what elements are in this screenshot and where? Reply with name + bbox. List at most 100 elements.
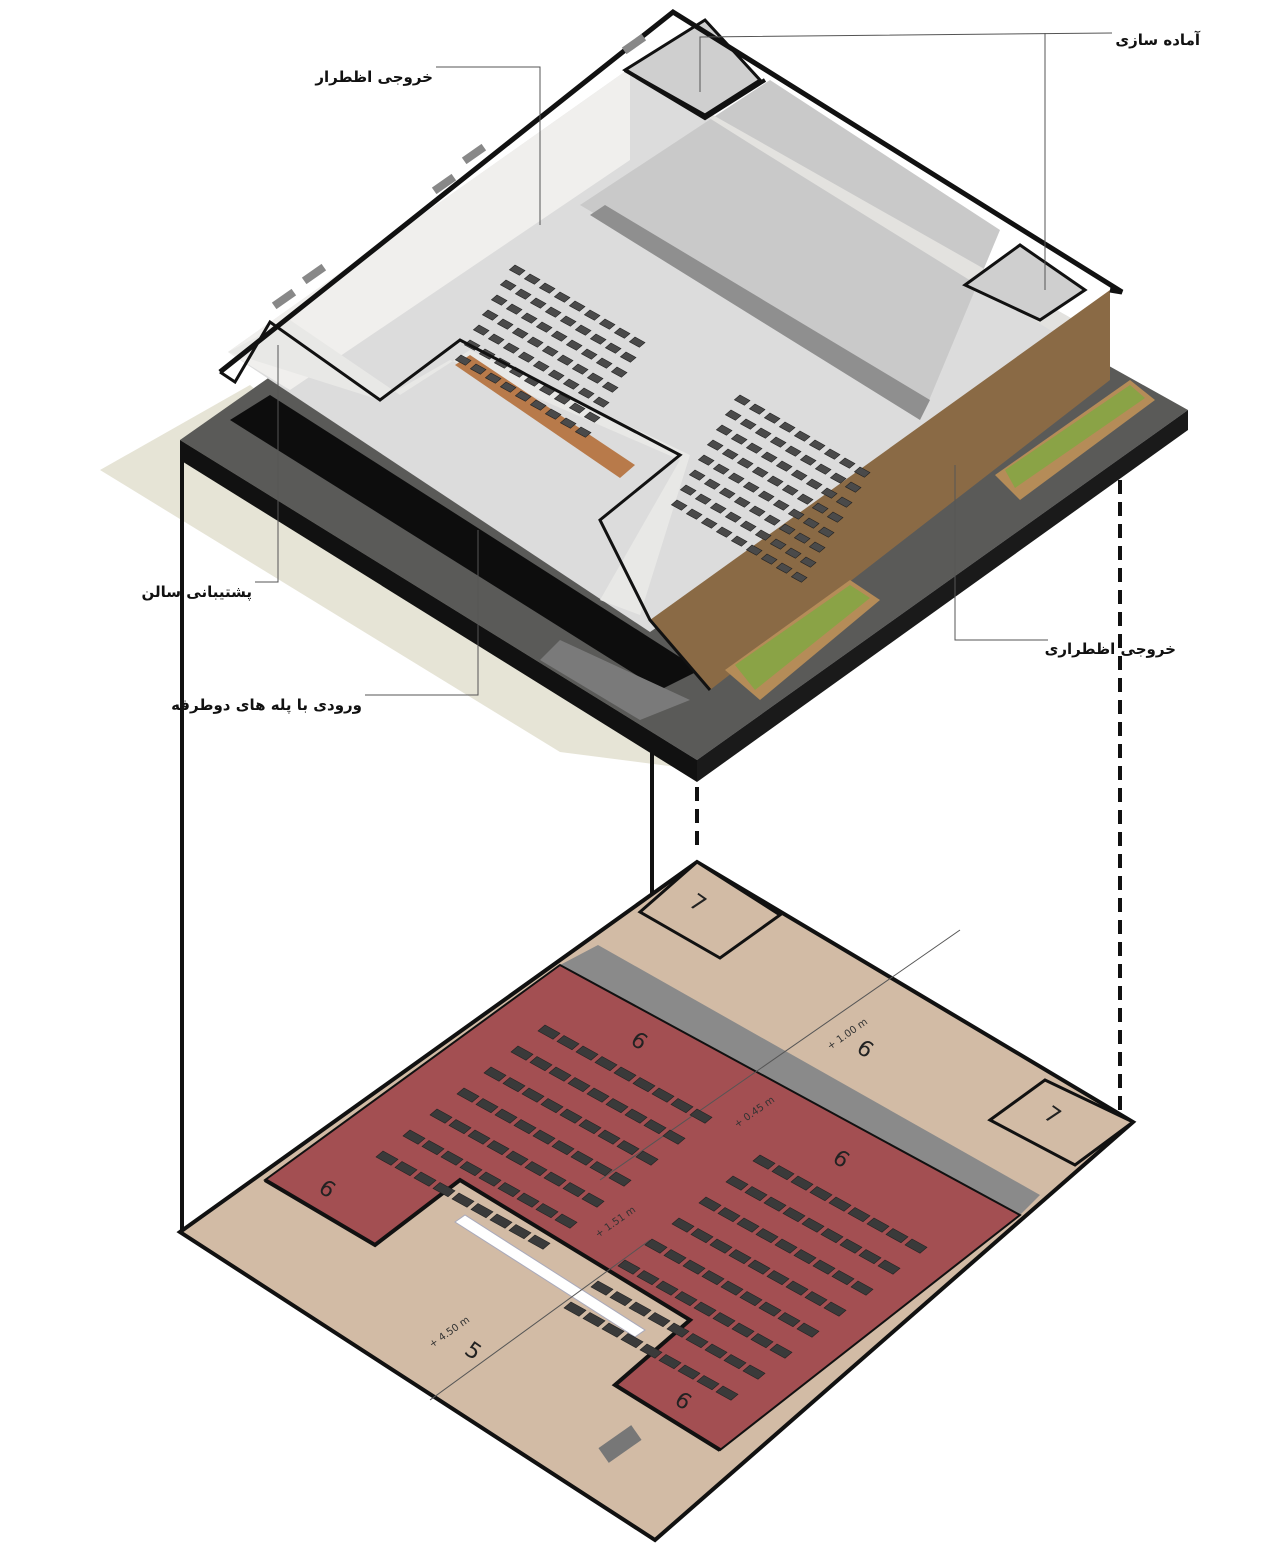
prep-room-right (962, 243, 1088, 322)
plan-seat (478, 1171, 502, 1187)
plan-seat (489, 1213, 513, 1229)
section-line-1 (599, 929, 961, 1181)
plan-seat (790, 1175, 814, 1191)
model-seat (619, 351, 637, 363)
model-seat (808, 541, 826, 553)
plan-seat (677, 1364, 701, 1380)
model-seat (487, 333, 505, 345)
model-seat (529, 297, 547, 309)
plan-seat (689, 1108, 713, 1124)
plan-seat (782, 1207, 806, 1223)
model-seat (544, 408, 562, 420)
plan-seat (763, 1196, 787, 1212)
plan-seat (793, 1249, 817, 1265)
plan-seat (502, 1077, 526, 1093)
plan-seat (448, 1119, 472, 1135)
model-seat (745, 544, 763, 556)
plan-seat (510, 1045, 534, 1061)
model-seat (787, 508, 805, 520)
model-seat (688, 469, 706, 481)
plan-seat (755, 1228, 779, 1244)
model-seat (709, 502, 727, 514)
model-seat (610, 366, 628, 378)
plan-seat (605, 1098, 629, 1114)
leader-hall-support (255, 345, 279, 583)
model-seat (508, 264, 526, 276)
label-emergency-exit-top: خروجی اظطرار (314, 68, 433, 86)
plan-seat (608, 1171, 632, 1187)
model-seat (844, 481, 862, 493)
model-seat (778, 421, 796, 433)
plan-seat (643, 1119, 667, 1135)
plan-seat (796, 1322, 820, 1338)
model-seat (628, 336, 646, 348)
plan-seat (709, 1238, 733, 1254)
model-seat (469, 363, 487, 375)
plan-seating (375, 1024, 928, 1401)
plan-seat (766, 1270, 790, 1286)
plan-seat (685, 1333, 709, 1349)
plan-seat (731, 1322, 755, 1338)
model-seat (613, 327, 631, 339)
model-seat (715, 526, 733, 538)
model-seat (712, 463, 730, 475)
plan-seat (739, 1291, 763, 1307)
plan-seat (666, 1322, 690, 1338)
plan-seat (736, 1217, 760, 1233)
model-seat (562, 378, 580, 390)
model-seat (598, 318, 616, 330)
plan-seat (497, 1182, 521, 1198)
plan-seat (662, 1129, 686, 1145)
plan-seat (562, 1182, 586, 1198)
model-seat (835, 496, 853, 508)
model-seat (553, 291, 571, 303)
plan-seat (429, 1108, 453, 1124)
label-preparation: آماده سازی (1115, 31, 1200, 49)
model-seat (535, 321, 553, 333)
model-seat (727, 472, 745, 484)
plan-seat (527, 1234, 551, 1250)
plan-seat (581, 1192, 605, 1208)
model-seat (814, 463, 832, 475)
model-seat (715, 424, 733, 436)
model-seat (706, 439, 724, 451)
model-seat (769, 538, 787, 550)
plan-seat (554, 1213, 578, 1229)
model-seat (583, 411, 601, 423)
plan-seat (421, 1140, 445, 1156)
plan-seat (456, 1087, 480, 1103)
label-hall-support: پشتیبانی سالن (142, 583, 252, 602)
model-seat (730, 433, 748, 445)
model-seat (769, 436, 787, 448)
model-seat (724, 511, 742, 523)
seating-left-notch (263, 1177, 722, 1452)
model-seat (700, 517, 718, 529)
model-seat (754, 529, 772, 541)
plan-seat (394, 1161, 418, 1177)
model-seat (793, 430, 811, 442)
plan-seat (616, 1140, 640, 1156)
plan-seat (578, 1119, 602, 1135)
plan-seat (820, 1228, 844, 1244)
plan-seat (451, 1192, 475, 1208)
plan-seat (885, 1228, 909, 1244)
model-seat (679, 484, 697, 496)
model-seat (502, 342, 520, 354)
plan-seat (742, 1364, 766, 1380)
prep-room-top-plan (637, 860, 783, 960)
model-seat (529, 399, 547, 411)
plan-seat (752, 1154, 776, 1170)
plan-seat (483, 1066, 507, 1082)
plan-seat (644, 1238, 668, 1254)
model-seat (514, 390, 532, 402)
plan-seat (717, 1207, 741, 1223)
plan-seat (658, 1354, 682, 1370)
plan-seat (632, 1077, 656, 1093)
plan-seat (575, 1045, 599, 1061)
plan-seat (758, 1301, 782, 1317)
plan-seat (567, 1077, 591, 1093)
model-seat (754, 427, 772, 439)
plan-seat (847, 1207, 871, 1223)
leader-preparation (699, 32, 1113, 92)
model-seat (718, 487, 736, 499)
